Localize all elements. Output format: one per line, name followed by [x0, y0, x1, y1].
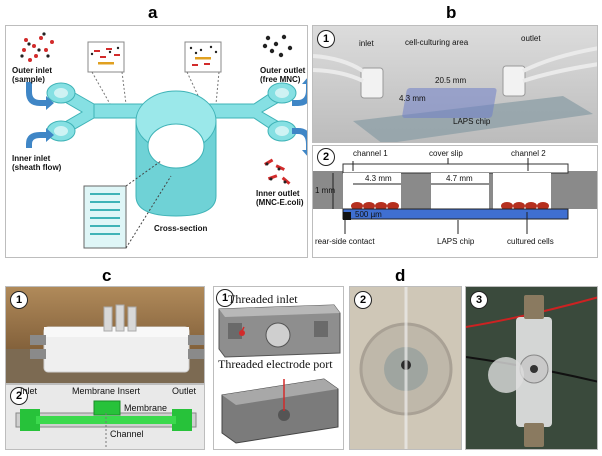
dim-4-3-photo: 4.3 mm [399, 94, 426, 103]
sub-label-c1: 1 [10, 291, 28, 309]
assembled-device-photo [466, 287, 597, 449]
rear-contact-label: rear-side contact [315, 237, 375, 246]
inner-outlet-label: Inner outlet (MNC-E.coli) [256, 189, 304, 207]
panel-d2-photo: 2 [349, 286, 462, 450]
zoom-box-left [87, 41, 127, 105]
chamber-photo [350, 287, 461, 449]
cad-drawing [218, 304, 341, 444]
panel-b-schematic: 2 channel 1 cover slip channel 2 1 mm 4.… [312, 145, 598, 258]
outer-inlet-label: Outer inlet (sample) [12, 66, 53, 84]
panel-label-c: c [102, 266, 112, 285]
panel-b-photo: 1 inlet outlet cell-culturing area 20.5 … [312, 25, 598, 143]
sub-label-d3: 3 [470, 291, 488, 309]
mnc-ecoli-complexes [264, 158, 291, 185]
c-inlet-label: Inlet [20, 386, 38, 396]
device-photo [6, 304, 204, 383]
threaded-inlet-label: Threaded inlet [228, 292, 298, 306]
outlet-label: outlet [521, 34, 541, 43]
panel-a-microfluidic-chip: Outer inlet (sample) Inner inlet (sheath… [5, 25, 308, 258]
panel-d1-cad: 1 Threaded inlet Threaded electrode port [213, 286, 344, 450]
sub-label-d1: 1 [216, 289, 234, 307]
cover-slip-label: cover slip [429, 149, 463, 158]
dim-4-3: 4.3 mm [365, 174, 392, 183]
outer-outlet-label: Outer outlet (free MNC) [260, 66, 306, 84]
threaded-electrode-port-label: Threaded electrode port [218, 357, 333, 371]
laps-cross-section [313, 158, 597, 234]
panel-label-a: a [148, 3, 158, 22]
laps-chip-label: LAPS chip [437, 237, 475, 246]
channel-label: Channel [110, 429, 144, 439]
sub-label-d2: 2 [354, 291, 372, 309]
cross-section-inset [83, 160, 172, 249]
inlet-label: inlet [359, 39, 374, 48]
laps-device-photo [313, 46, 597, 142]
laps-chip-photo-label: LAPS chip [453, 117, 491, 126]
sample-particles [22, 36, 54, 62]
membrane-label: Membrane [124, 403, 168, 413]
cultured-cells-label: cultured cells [507, 237, 554, 246]
dim-1mm: 1 mm [315, 186, 335, 195]
channel1-label: channel 1 [353, 149, 388, 158]
sub-label-c2: 2 [10, 387, 28, 405]
sub-label-b2: 2 [317, 148, 335, 166]
panel-label-b: b [446, 3, 457, 22]
membrane-insert-label: Membrane Insert [72, 386, 141, 396]
c-outlet-label: Outlet [172, 386, 197, 396]
dim-20-5: 20.5 mm [435, 76, 467, 85]
sub-label-b1: 1 [317, 30, 335, 48]
panel-d3-photo: 3 [465, 286, 598, 450]
panel-label-d: d [395, 266, 406, 285]
panel-c-schematic: 2 Inlet Membrane Insert Outlet Membrane … [5, 384, 205, 450]
channel2-label: channel 2 [511, 149, 546, 158]
channel-schematic [15, 400, 197, 447]
cross-section-label: Cross-section [154, 224, 208, 233]
chip-schematic [20, 32, 307, 249]
free-mnc-particles [262, 34, 293, 58]
flow-arrows [26, 78, 307, 156]
dim-4-7: 4.7 mm [446, 174, 473, 183]
dim-500um: 500 µm [355, 210, 382, 219]
cell-area-label: cell-culturing area [405, 38, 469, 47]
inner-inlet-label: Inner inlet (sheath flow) [12, 154, 62, 172]
panel-c-photo: 1 [5, 286, 205, 384]
